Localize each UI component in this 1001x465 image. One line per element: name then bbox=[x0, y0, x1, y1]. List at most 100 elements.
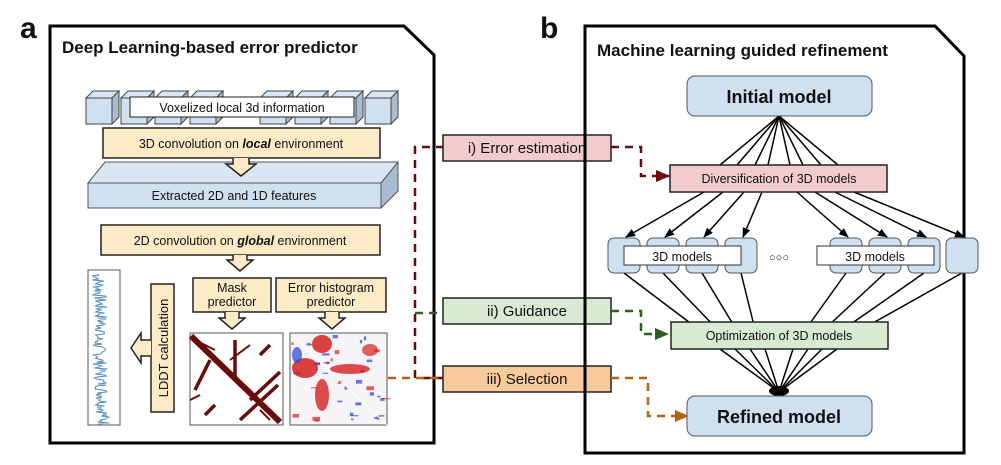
conv2d-box bbox=[100, 224, 381, 256]
fan-line bbox=[778, 348, 823, 393]
selection-arrow bbox=[611, 376, 689, 422]
fan-line bbox=[778, 348, 809, 393]
heat-cell bbox=[374, 417, 378, 419]
heat-cell bbox=[326, 361, 329, 364]
fan-line bbox=[736, 115, 780, 166]
heat-cell bbox=[332, 335, 338, 339]
heat-cell bbox=[311, 387, 319, 389]
fan-line bbox=[740, 272, 754, 323]
heat-cell bbox=[366, 359, 373, 363]
heat-cell bbox=[316, 362, 320, 365]
heat-cell bbox=[377, 395, 381, 398]
fan-line bbox=[778, 115, 804, 166]
error-estimation-arrow bbox=[611, 145, 670, 182]
fan-line bbox=[831, 272, 886, 323]
heat-blob bbox=[292, 358, 318, 378]
heat-blob bbox=[315, 379, 329, 411]
heat-cell bbox=[306, 343, 312, 346]
panel-b-letter: b bbox=[540, 12, 558, 45]
fan-line bbox=[778, 348, 794, 393]
heat-cell bbox=[337, 382, 341, 384]
heat-cell bbox=[351, 418, 354, 421]
fan-line bbox=[754, 115, 780, 166]
fan-arrow bbox=[834, 191, 927, 238]
heat-cell bbox=[356, 379, 363, 384]
heat-cell bbox=[307, 342, 310, 345]
heat-cell bbox=[351, 415, 359, 417]
heat-cell bbox=[330, 358, 333, 362]
models-right-box bbox=[816, 245, 935, 266]
heat-blob bbox=[292, 347, 302, 363]
mask-heatmap bbox=[188, 332, 284, 426]
fan-line bbox=[734, 348, 780, 393]
fan-lines-bottom bbox=[623, 272, 963, 396]
fan-arrow bbox=[814, 191, 888, 238]
voxel-label-box bbox=[129, 96, 355, 118]
panel-a-letter: a bbox=[20, 12, 37, 45]
conv3d-box bbox=[102, 127, 381, 159]
fan-line bbox=[778, 115, 791, 166]
fan-line bbox=[810, 272, 847, 323]
error-histogram-line2: predictor bbox=[307, 295, 356, 309]
heat-cell bbox=[344, 386, 348, 390]
guidance-label: ii) Guidance bbox=[487, 303, 567, 320]
fan-line bbox=[701, 272, 733, 323]
fan-lines-top bbox=[719, 115, 839, 166]
down-arrow-icon bbox=[223, 158, 259, 177]
fan-line bbox=[749, 348, 780, 393]
model-tile bbox=[945, 237, 979, 274]
fan-line bbox=[623, 272, 690, 323]
error-estimation-box bbox=[442, 134, 612, 162]
heat-cell bbox=[292, 414, 299, 418]
heat-blob bbox=[312, 335, 332, 353]
error-estimation-label: i) Error estimation bbox=[468, 140, 586, 157]
heat-cell bbox=[380, 398, 385, 401]
heat-cell bbox=[322, 353, 330, 356]
fan-line bbox=[767, 115, 780, 166]
voxel-label: Voxelized local 3d information bbox=[159, 101, 324, 115]
heat-blob bbox=[330, 364, 370, 374]
heat-cell bbox=[369, 392, 374, 396]
models-left-label: 3D models bbox=[652, 250, 712, 264]
initial-model-box bbox=[686, 75, 873, 117]
fan-arrow bbox=[664, 191, 724, 238]
refined-model-box bbox=[686, 395, 873, 437]
lddt-plot bbox=[87, 269, 121, 426]
heat-cell bbox=[363, 336, 367, 341]
mask-predictor-line1: Mask bbox=[217, 281, 248, 295]
selection-box bbox=[442, 365, 612, 393]
fan-arrow bbox=[796, 191, 849, 238]
heat-cell bbox=[322, 372, 329, 374]
heat-cell bbox=[382, 398, 391, 400]
guidance-box bbox=[442, 297, 612, 325]
heat-cell bbox=[337, 400, 343, 403]
fan-line bbox=[778, 115, 822, 166]
fan-line bbox=[778, 348, 838, 393]
fan-line bbox=[778, 115, 839, 166]
guidance-arrow bbox=[611, 309, 669, 340]
fan-line bbox=[719, 115, 780, 166]
heat-cell bbox=[338, 380, 343, 384]
fan-arrow bbox=[703, 191, 745, 238]
error-histogram-heatmap bbox=[289, 332, 391, 426]
panel-b-title: Machine learning guided refinement bbox=[597, 41, 888, 60]
ellipsis-icon: ○○○ bbox=[769, 252, 789, 264]
diversification-box bbox=[669, 164, 888, 193]
error-estimation-link bbox=[413, 145, 444, 380]
fan-line bbox=[764, 348, 780, 393]
refined-model-label: Refined model bbox=[717, 407, 841, 427]
fan-lines-mid bbox=[625, 191, 965, 238]
fan-line bbox=[719, 348, 780, 393]
mask-contacts bbox=[193, 340, 282, 422]
error-histogram-line1: Error histogram bbox=[288, 281, 374, 295]
fan-line bbox=[874, 272, 963, 323]
models-left-box bbox=[623, 245, 742, 266]
fan-arrow bbox=[742, 191, 763, 238]
mask-predictor-box bbox=[192, 277, 272, 313]
heat-cell bbox=[366, 386, 374, 391]
lddt-label: LDDT calculation bbox=[156, 299, 171, 398]
optimization-box bbox=[670, 321, 889, 350]
down-arrow-icon bbox=[216, 312, 248, 330]
heat-cell bbox=[334, 350, 340, 355]
